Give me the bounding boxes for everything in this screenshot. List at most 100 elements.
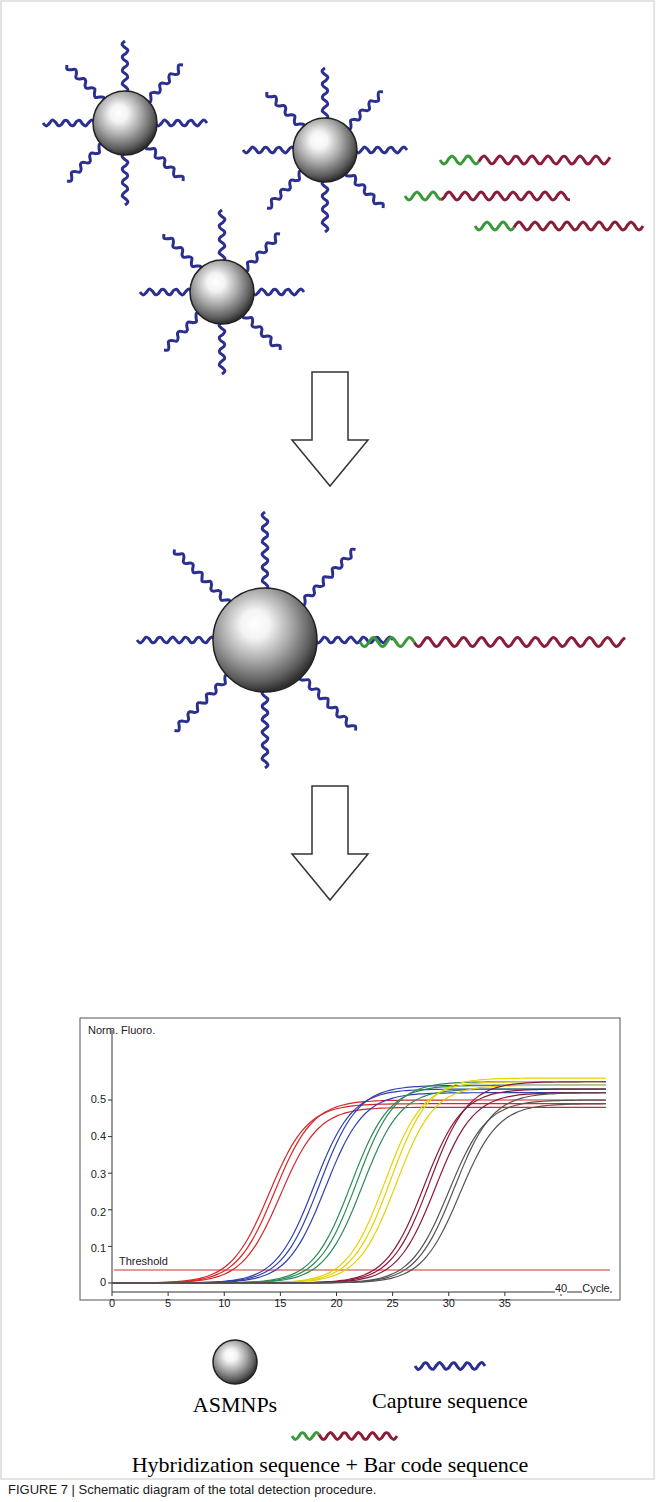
x-tick <box>224 1292 225 1296</box>
tick-label: 10 <box>218 1297 230 1309</box>
capture-sequence <box>155 120 207 126</box>
capture-sequence <box>137 637 215 643</box>
legend-sphere <box>213 1340 257 1384</box>
nanoparticle <box>213 588 317 692</box>
amplification-curve <box>112 1082 606 1283</box>
capture-sequence <box>164 313 201 350</box>
nanoparticle <box>190 260 254 324</box>
capture-sequence <box>267 171 304 208</box>
hybridization-sequence <box>475 222 514 230</box>
threshold-label: Threshold <box>118 1255 169 1267</box>
tick-label: Cycle <box>582 1282 610 1294</box>
tick-label: 0.2 <box>91 1206 106 1218</box>
tick-label: 30 <box>443 1297 455 1309</box>
y-tick <box>108 1173 112 1174</box>
capture-sequence <box>322 180 328 232</box>
hybridization-sequence <box>360 638 414 647</box>
y-tick <box>108 1209 112 1210</box>
tick-label: 20 <box>330 1297 342 1309</box>
legend-barcode-wave <box>319 1433 397 1440</box>
x-axis <box>112 1292 612 1293</box>
axis-title: Norm. Fluoro. <box>88 1024 155 1036</box>
x-tick <box>112 1292 113 1296</box>
tick-label: 25 <box>387 1297 399 1309</box>
capture-sequence <box>164 234 201 271</box>
x-tick <box>392 1292 393 1296</box>
tick-label: 35 <box>499 1297 511 1309</box>
amplification-curve <box>112 1100 606 1283</box>
down-arrow <box>292 372 368 486</box>
x-tick <box>168 1292 169 1296</box>
capture-sequence <box>300 549 355 605</box>
y-tick <box>108 1136 112 1137</box>
amplification-curve <box>112 1104 606 1283</box>
tick-label: 15 <box>274 1297 286 1309</box>
tick-label: 5 <box>165 1297 171 1309</box>
capture-sequence <box>219 322 225 374</box>
hybridization-sequence <box>405 192 441 200</box>
capture-sequence <box>322 68 328 120</box>
barcode-sequence <box>441 192 570 200</box>
capture-sequence <box>122 41 128 93</box>
capture-sequence <box>140 289 192 295</box>
tick-label: 0 <box>109 1297 115 1309</box>
capture-sequence <box>67 65 104 102</box>
y-tick <box>108 1283 112 1284</box>
y-axis <box>112 1030 113 1292</box>
tick-label: 0.4 <box>91 1130 106 1142</box>
x-tick <box>448 1292 449 1296</box>
nanoparticle <box>93 91 157 155</box>
amplification-curve <box>112 1082 606 1283</box>
x-tick <box>280 1292 281 1296</box>
capture-sequence <box>262 690 268 768</box>
capture-sequence <box>146 144 183 181</box>
capture-sequence <box>346 171 383 208</box>
capture-sequence <box>219 210 225 262</box>
barcode-sequence <box>514 222 643 230</box>
capture-sequence <box>267 92 304 129</box>
capture-sequence <box>67 144 104 181</box>
amplification-curve <box>112 1089 606 1283</box>
amplification-curve <box>112 1089 606 1283</box>
legend-label: Capture sequence <box>372 1388 528 1414</box>
amplification-curve <box>112 1078 606 1283</box>
tick-label: 0.1 <box>91 1242 106 1254</box>
capture-sequence <box>243 313 280 350</box>
capture-sequence <box>43 120 95 126</box>
figure-caption: FIGURE 7 | Schematic diagram of the tota… <box>8 1482 648 1497</box>
amplification-curve <box>112 1085 606 1283</box>
capture-sequence <box>174 675 229 731</box>
nanoparticle <box>293 118 357 182</box>
amplification-curve <box>112 1093 606 1283</box>
barcode-sequence <box>414 638 625 647</box>
capture-sequence <box>252 289 304 295</box>
capture-sequence <box>346 92 383 129</box>
tick-label: 0.3 <box>91 1168 106 1180</box>
tick-label: 0 <box>100 1276 106 1288</box>
capture-sequence <box>315 637 393 643</box>
amplification-chart <box>108 1030 612 1296</box>
y-tick <box>108 1246 112 1247</box>
hybridization-sequence <box>440 156 479 164</box>
amplification-curve <box>112 1089 606 1283</box>
tick-label: 0.5 <box>91 1093 106 1105</box>
x-tick <box>336 1292 337 1296</box>
y-tick <box>108 1100 112 1101</box>
down-arrow <box>292 786 368 900</box>
threshold-line <box>114 1270 610 1271</box>
capture-sequence <box>300 675 356 730</box>
tick-label: 40 <box>555 1282 567 1294</box>
barcode-sequence <box>479 156 610 164</box>
capture-sequence <box>243 147 295 153</box>
capture-sequence <box>122 153 128 205</box>
capture-sequence <box>262 512 268 590</box>
amplification-curve <box>112 1082 606 1283</box>
amplification-curve <box>112 1093 606 1283</box>
capture-sequence <box>355 147 407 153</box>
amplification-curve <box>112 1085 606 1283</box>
x-tick <box>504 1292 505 1296</box>
figure-frame <box>1 1 654 1479</box>
chart-frame <box>80 1018 620 1300</box>
